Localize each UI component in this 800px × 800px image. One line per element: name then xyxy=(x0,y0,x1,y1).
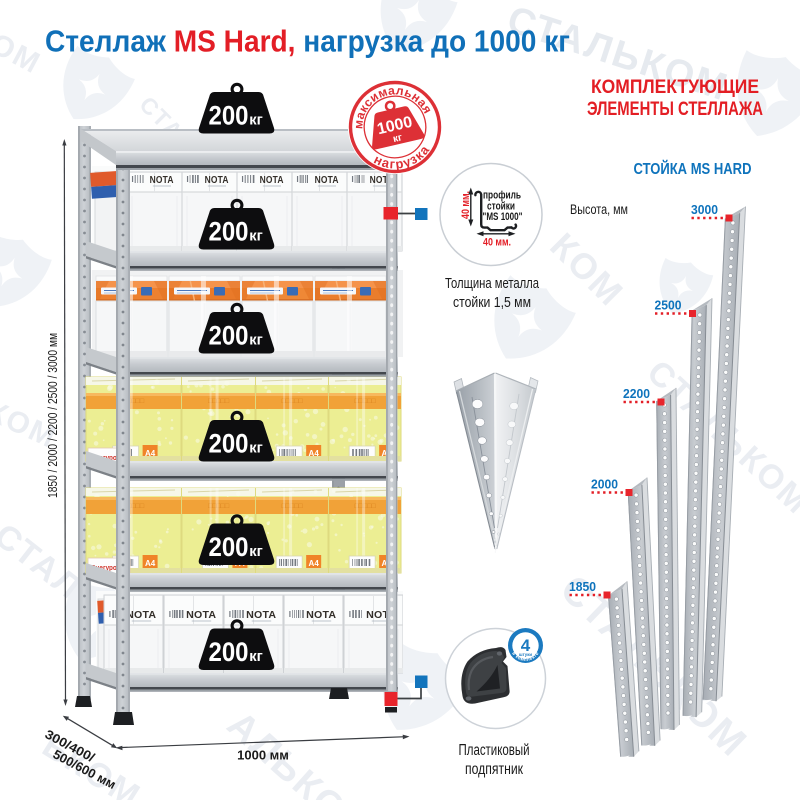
svg-text:Снегурочка: Снегурочка xyxy=(91,455,127,462)
svg-text:А4: А4 xyxy=(309,559,320,568)
svg-text:Снегурочка: Снегурочка xyxy=(91,565,127,572)
svg-text:200: 200 xyxy=(209,321,249,351)
svg-text:1000 мм: 1000 мм xyxy=(237,748,289,763)
svg-text:1850 / 2000 / 2200 / 2500 / 30: 1850 / 2000 / 2200 / 2500 / 3000 мм xyxy=(45,333,60,498)
svg-text:□□□□□: □□□□□ xyxy=(281,503,303,510)
svg-text:NOTA: NOTA xyxy=(205,175,229,186)
svg-text:А4: А4 xyxy=(145,449,156,458)
svg-text:NOTA: NOTA xyxy=(150,175,174,186)
svg-text:А4: А4 xyxy=(309,449,320,458)
svg-text:200: 200 xyxy=(209,532,249,562)
svg-text:кг: кг xyxy=(249,333,263,349)
svg-text:2500: 2500 xyxy=(655,298,682,313)
svg-text:штуки: штуки xyxy=(519,652,532,657)
svg-text:кг: кг xyxy=(249,649,263,665)
svg-text:40 мм.: 40 мм. xyxy=(460,191,472,219)
svg-text:кг: кг xyxy=(249,544,263,560)
svg-text:□□□□□: □□□□□ xyxy=(123,398,145,405)
svg-text:□□□□□: □□□□□ xyxy=(208,503,230,510)
svg-text:NOTA: NOTA xyxy=(186,609,216,621)
svg-text:NOTA: NOTA xyxy=(315,175,339,186)
svg-text:NOTA: NOTA xyxy=(306,609,336,621)
svg-text:200: 200 xyxy=(209,429,249,459)
svg-text:NOTA: NOTA xyxy=(246,609,276,621)
svg-text:4: 4 xyxy=(521,636,531,655)
svg-text:Пластиковый: Пластиковый xyxy=(459,742,530,759)
svg-text:200: 200 xyxy=(209,637,249,667)
svg-text:стойки: стойки xyxy=(487,201,515,213)
svg-text:NOTA: NOTA xyxy=(126,609,156,621)
svg-text:кг: кг xyxy=(249,441,263,457)
svg-text:СТОЙКА MS HARD: СТОЙКА MS HARD xyxy=(634,160,752,178)
svg-text:"MS 1000": "MS 1000" xyxy=(483,211,523,223)
svg-text:200: 200 xyxy=(209,101,249,131)
svg-text:подпятник: подпятник xyxy=(465,761,523,778)
svg-text:NOTA: NOTA xyxy=(260,175,284,186)
svg-text:Стеллаж MS Hard, нагрузка до 1: Стеллаж MS Hard, нагрузка до 1000 кг xyxy=(45,24,570,59)
svg-text:2200: 2200 xyxy=(623,386,650,401)
svg-text:□□□□□: □□□□□ xyxy=(281,398,303,405)
svg-text:Высота, мм: Высота, мм xyxy=(570,202,628,217)
svg-text:ЭЛЕМЕНТЫ СТЕЛЛАЖА: ЭЛЕМЕНТЫ СТЕЛЛАЖА xyxy=(587,99,763,120)
svg-text:кг: кг xyxy=(249,113,263,129)
svg-text:□□□□□: □□□□□ xyxy=(354,503,376,510)
svg-text:□□□□□: □□□□□ xyxy=(123,503,145,510)
svg-text:3000: 3000 xyxy=(691,202,718,217)
svg-text:КОМПЛЕКТУЮЩИЕ: КОМПЛЕКТУЮЩИЕ xyxy=(591,77,759,98)
svg-text:2000: 2000 xyxy=(591,477,618,492)
svg-text:кг: кг xyxy=(392,132,403,145)
svg-text:профиль: профиль xyxy=(483,190,521,202)
svg-text:1850: 1850 xyxy=(569,579,596,594)
svg-text:А4: А4 xyxy=(145,559,156,568)
svg-text:40 мм.: 40 мм. xyxy=(483,237,511,249)
svg-text:□□□□□: □□□□□ xyxy=(208,398,230,405)
svg-text:Толщина металла: Толщина металла xyxy=(445,275,539,292)
svg-text:стойки 1,5 мм: стойки 1,5 мм xyxy=(453,294,531,311)
svg-text:200: 200 xyxy=(209,217,249,247)
svg-text:□□□□□: □□□□□ xyxy=(354,398,376,405)
svg-text:NOTA: NOTA xyxy=(370,175,394,186)
svg-text:кг: кг xyxy=(249,229,263,245)
